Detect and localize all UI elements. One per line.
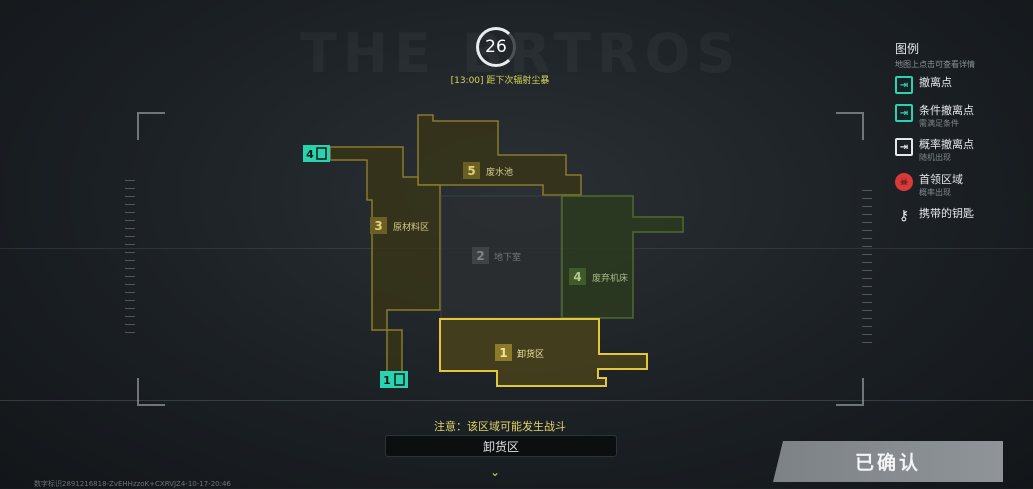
map-area-5-shape[interactable]: [417, 114, 582, 196]
extraction-point-1[interactable]: 1: [380, 371, 408, 388]
frame-corner-bottom-left: [137, 378, 165, 406]
map-area-4-shape[interactable]: [561, 195, 684, 319]
svg-text:1: 1: [383, 374, 391, 387]
boss-skull-icon: ☠: [895, 173, 913, 191]
svg-text:地下室: 地下室: [494, 251, 521, 263]
extraction-point-4[interactable]: 4: [303, 145, 330, 162]
svg-text:5: 5: [467, 164, 475, 178]
svg-text:4: 4: [306, 148, 314, 161]
extraction-icon: ⇥: [895, 76, 913, 94]
svg-text:原材料区: 原材料区: [393, 221, 429, 233]
legend-item-extraction[interactable]: ⇥ 撤离点: [895, 76, 952, 94]
exit-door-icon: [394, 373, 405, 386]
combat-warning: 注意：该区域可能发生战斗: [434, 420, 566, 433]
legend-item-sub: 需满足条件: [919, 119, 959, 128]
svg-text:废弃机床: 废弃机床: [592, 272, 628, 284]
map-area-3-shape[interactable]: [329, 146, 441, 331]
conditional-extraction-icon: ⇥: [895, 104, 913, 122]
confirm-button[interactable]: 已确认: [773, 441, 1003, 482]
key-icon: ⚷: [898, 208, 910, 224]
legend-item-label: 携带的钥匙: [919, 207, 974, 220]
legend-item-label: 条件撤离点: [919, 104, 974, 117]
legend-item-boss-area[interactable]: ☠ 首领区域 概率出现: [895, 173, 963, 198]
svg-text:4: 4: [573, 270, 581, 284]
left-scale-ruler: [125, 180, 135, 340]
chevron-down-icon[interactable]: ⌄: [490, 465, 501, 479]
footer-identifier: 数字标识2891216818-ZvEHHzzoK+CXRVJZ4-10-17-2…: [34, 480, 231, 488]
radiation-timer-ring: 26: [476, 27, 516, 67]
map-corridor-shape: [386, 329, 403, 373]
map-area-2-shape[interactable]: [440, 195, 562, 319]
svg-text:1: 1: [499, 346, 507, 360]
legend-item-label: 首领区域: [919, 173, 963, 186]
map-area-1-shape[interactable]: [439, 318, 648, 387]
legend-item-label: 撤离点: [919, 76, 952, 89]
frame-corner-top-right: [836, 112, 864, 140]
legend-item-sub: 概率出现: [919, 188, 951, 197]
svg-text:卸货区: 卸货区: [517, 348, 544, 360]
legend-title: 图例: [895, 42, 920, 56]
legend-item-conditional-extraction[interactable]: ⇥ 条件撤离点 需满足条件: [895, 104, 974, 129]
legend-item-label: 概率撤离点: [919, 138, 974, 151]
map-area-5-label: 5 废水池: [463, 162, 513, 179]
svg-text:3: 3: [374, 219, 382, 233]
probability-extraction-icon: ⇥: [895, 138, 913, 156]
legend-item-sub: 随机出现: [919, 153, 951, 162]
ground-line: [0, 400, 1033, 401]
map-area-3-label: 3 原材料区: [370, 217, 429, 234]
map-area-1-label: 1 卸货区: [495, 344, 544, 361]
right-scale-ruler: [862, 190, 872, 350]
legend-item-carried-key[interactable]: ⚷ 携带的钥匙: [895, 207, 974, 225]
selected-zone-name: 卸货区: [385, 435, 617, 457]
map-area-4-label: 4 废弃机床: [569, 268, 628, 285]
svg-text:废水池: 废水池: [486, 166, 513, 178]
frame-corner-top-left: [137, 112, 165, 140]
timer-value: 26: [485, 37, 507, 57]
map-legend: 图例 地图上点击可查看详情 ⇥ 撤离点 ⇥ 条件撤离点 需满足条件 ⇥ 概率撤离…: [895, 40, 1030, 224]
map-area-2-label: 2 地下室: [472, 247, 521, 264]
frame-corner-bottom-right: [836, 378, 864, 406]
legend-subtitle: 地图上点击可查看详情: [895, 60, 975, 69]
background-watermark: THE BRTROS: [300, 22, 741, 85]
legend-item-probability-extraction[interactable]: ⇥ 概率撤离点 随机出现: [895, 138, 974, 163]
timer-caption: [13:00] 距下次辐射尘暴: [450, 76, 550, 86]
svg-text:2: 2: [476, 249, 484, 263]
exit-door-icon: [316, 147, 327, 160]
